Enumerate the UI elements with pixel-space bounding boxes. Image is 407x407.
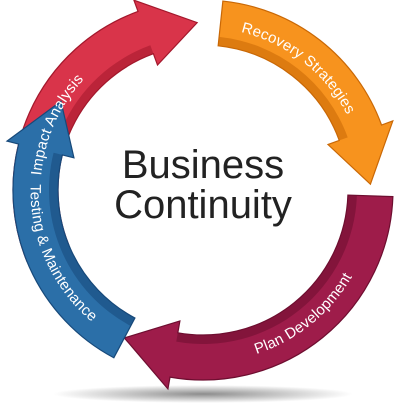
ring-segments (5, 0, 394, 391)
cycle-arrow-4-inner-shade (48, 152, 135, 326)
cycle-arrow-2-inner-shade (218, 36, 348, 141)
ground-shadow (53, 385, 353, 403)
cycle-arrow-4 (5, 100, 136, 359)
center-title-line-1: Business (122, 143, 284, 187)
cycle-arrow-2 (217, 0, 394, 186)
center-title-line-2: Continuity (114, 183, 292, 227)
